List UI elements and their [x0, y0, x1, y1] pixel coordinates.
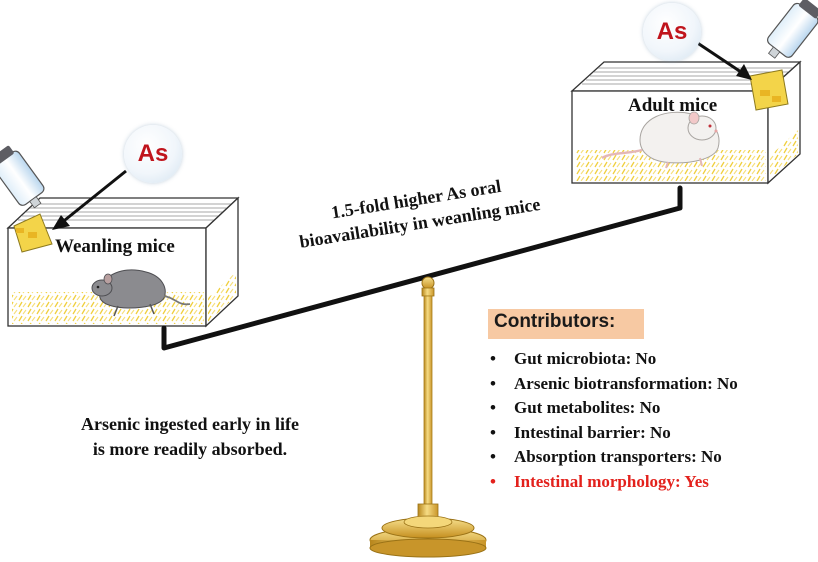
- arsenic-bubble-adult: As: [643, 3, 701, 61]
- bullet-icon: •: [490, 445, 500, 470]
- bullet-icon: •: [490, 347, 500, 372]
- bullet-icon: •: [490, 396, 500, 421]
- contributor-text: Arsenic biotransformation: No: [514, 374, 738, 393]
- contributor-text: Gut metabolites: No: [514, 398, 660, 417]
- contributors-list: • Gut microbiota: No • Arsenic biotransfor…: [490, 347, 738, 494]
- balance-scale-icon: [370, 277, 486, 557]
- bullet-icon: •: [490, 470, 500, 495]
- contributors-title: Contributors:: [494, 311, 615, 333]
- summary-line-2: is more readily absorbed.: [40, 437, 340, 462]
- contributor-text: Gut microbiota: No: [514, 349, 656, 368]
- weanling-mice-label: Weanling mice: [55, 236, 175, 258]
- list-item: • Arsenic biotransformation: No: [490, 372, 738, 397]
- adult-mice-label: Adult mice: [628, 95, 717, 117]
- water-bottle-icon: [750, 0, 818, 110]
- list-item: • Intestinal barrier: No: [490, 421, 738, 446]
- list-item: • Gut metabolites: No: [490, 396, 738, 421]
- summary-text: Arsenic ingested early in life is more r…: [40, 412, 340, 462]
- list-item-highlighted: • Intestinal morphology: Yes: [490, 470, 738, 495]
- arsenic-bubble-weanling: As: [124, 125, 182, 183]
- list-item: • Absorption transporters: No: [490, 445, 738, 470]
- contributor-text: Absorption transporters: No: [514, 447, 722, 466]
- list-item: • Gut microbiota: No: [490, 347, 738, 372]
- summary-line-1: Arsenic ingested early in life: [40, 412, 340, 437]
- arsenic-label: As: [657, 18, 688, 46]
- arsenic-label: As: [138, 140, 169, 168]
- bullet-icon: •: [490, 421, 500, 446]
- contributor-text: Intestinal morphology: Yes: [514, 472, 709, 491]
- bullet-icon: •: [490, 372, 500, 397]
- contributor-text: Intestinal barrier: No: [514, 423, 671, 442]
